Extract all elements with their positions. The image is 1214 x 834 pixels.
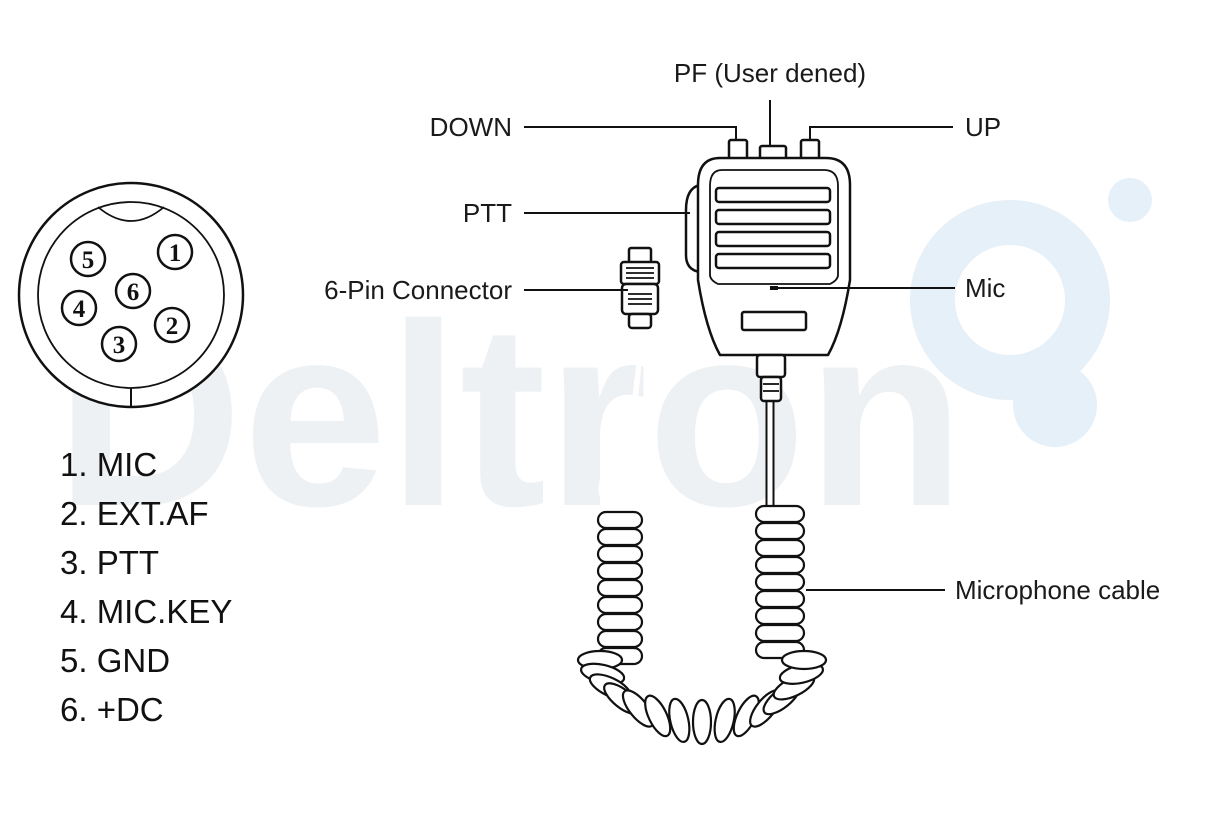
pin-number: 4 — [73, 296, 86, 323]
connector-pin: 5 — [69, 240, 107, 278]
up-label: UP — [965, 112, 1001, 142]
pin-number: 1 — [169, 240, 182, 267]
callout-labels: PF (User dened) DOWN UP PTT 6-Pin Connec… — [324, 58, 1160, 605]
pin-list: 1. MIC 2. EXT.AF 3. PTT 4. MIC.KEY 5. GN… — [60, 446, 232, 728]
mic-label: Mic — [965, 273, 1005, 303]
cable-coil — [596, 527, 644, 547]
callout-lines — [524, 100, 955, 591]
cable-coil — [754, 538, 806, 558]
connector-pin: 1 — [156, 233, 194, 271]
cable-coil — [754, 555, 806, 575]
cable-coil — [596, 544, 644, 564]
connector-face: 1 2 3 4 5 6 — [17, 181, 245, 409]
cable-coil — [596, 595, 644, 615]
pf-label: PF (User dened) — [674, 58, 866, 88]
six-pin-plug — [619, 246, 661, 330]
connector-label: 6-Pin Connector — [324, 275, 512, 305]
cable-coil — [596, 578, 644, 598]
pin-number: 3 — [113, 332, 126, 359]
cable-coil — [754, 572, 806, 592]
cable-coil — [754, 623, 806, 643]
down-label: DOWN — [430, 112, 512, 142]
microphone-body — [684, 138, 852, 403]
pin-number: 2 — [166, 313, 179, 340]
cable-coil — [691, 698, 713, 746]
cable-coil — [754, 589, 806, 609]
pin-list-item: 3. PTT — [60, 544, 159, 581]
cable-coil — [596, 629, 644, 649]
pin-list-item: 5. GND — [60, 642, 170, 679]
cable-coils — [576, 504, 828, 746]
cable-coil — [754, 521, 806, 541]
cable-coil — [780, 649, 828, 671]
pin-list-item: 6. +DC — [60, 691, 164, 728]
cable-coil — [754, 504, 806, 524]
microphone-cable — [576, 334, 828, 746]
cable-label: Microphone cable — [955, 575, 1160, 605]
cable-coil — [644, 694, 672, 738]
pin-list-item: 4. MIC.KEY — [60, 593, 232, 630]
cable-coil — [596, 561, 644, 581]
pin-number: 6 — [127, 279, 140, 306]
connector-pin: 3 — [100, 325, 138, 363]
pin-list-item: 2. EXT.AF — [60, 495, 209, 532]
pin-number: 5 — [82, 247, 95, 274]
cable-coil — [596, 612, 644, 632]
pin-list-item: 1. MIC — [60, 446, 157, 483]
cable-coil — [668, 697, 691, 744]
mic-hole-icon — [770, 286, 778, 290]
speaker-grille — [714, 186, 832, 270]
ptt-button-icon — [684, 183, 702, 274]
connector-pin: 6 — [114, 272, 152, 310]
connector-pin: 2 — [153, 306, 191, 344]
ptt-label: PTT — [463, 198, 512, 228]
cable-coil — [754, 606, 806, 626]
connector-pin: 4 — [60, 289, 98, 327]
cable-coil — [596, 510, 644, 530]
